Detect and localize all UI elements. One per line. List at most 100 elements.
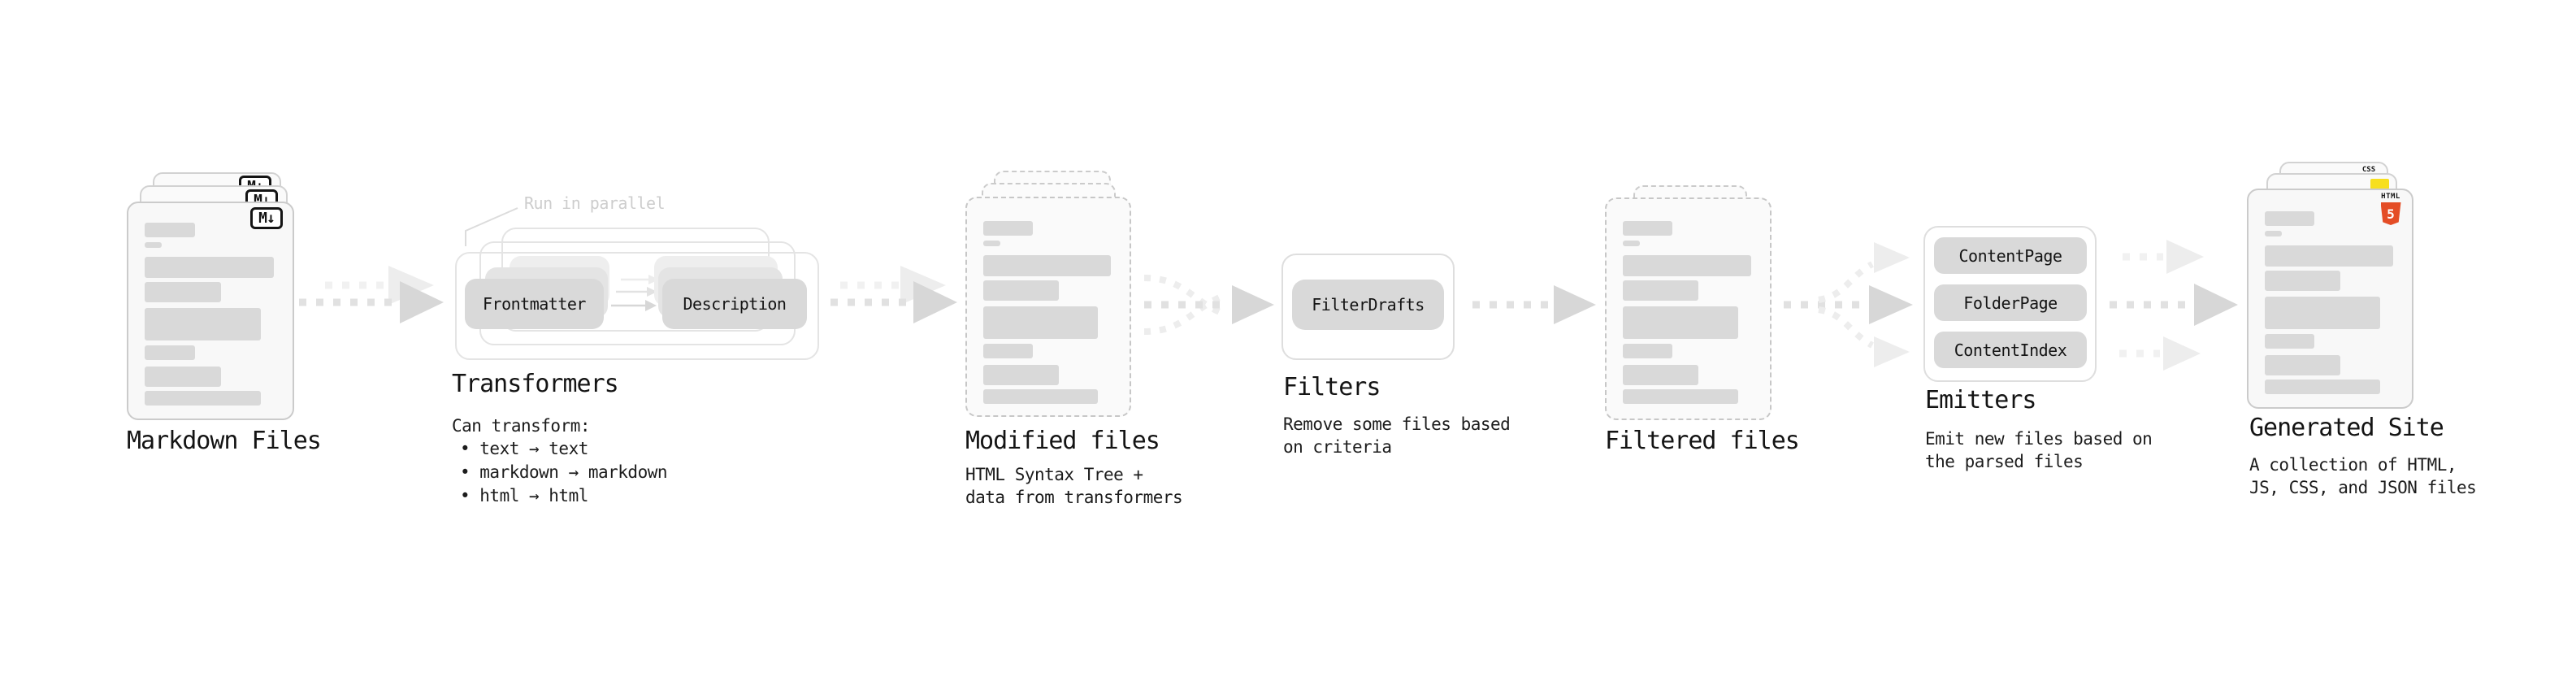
arrowhead	[900, 266, 946, 305]
description-line: JS, CSS, and JSON files	[2249, 478, 2477, 497]
description-line: the parsed files	[1925, 452, 2084, 471]
arrowhead	[913, 281, 957, 323]
skeleton-line	[1623, 221, 1673, 236]
transformer-pill-frontmatter: Frontmatter	[465, 279, 604, 329]
skeleton-line	[1623, 280, 1699, 301]
skeleton-line	[1623, 344, 1673, 358]
skeleton-line	[983, 306, 1098, 339]
transformer-box-front	[455, 252, 819, 360]
skeleton-line	[2265, 211, 2315, 226]
arrow-modified-to-filters-merge	[1143, 275, 1274, 335]
description-line: A collection of HTML,	[2249, 455, 2457, 475]
description-line: Emit new files based on	[1925, 429, 2153, 449]
arrowhead	[400, 281, 444, 323]
skeleton-line	[1623, 389, 1738, 404]
run-in-parallel-annotation: Run in parallel	[524, 193, 666, 213]
modified-files-description: HTML Syntax Tree + data from transformer…	[965, 463, 1183, 509]
arrowhead-top	[2166, 240, 2204, 274]
list-item: • text → text	[460, 439, 588, 458]
arrowhead-top	[1874, 242, 1910, 273]
markdown-files-label: Markdown Files	[127, 427, 322, 455]
arrowhead	[1869, 285, 1913, 324]
list-item: • markdown → markdown	[460, 462, 668, 482]
filtered-files-label: Filtered files	[1605, 427, 1800, 455]
arrow-emitters-to-generated	[2110, 240, 2238, 371]
skeleton-line	[2265, 380, 2380, 394]
skeleton-line	[983, 365, 1059, 385]
filters-box: FilterDrafts	[1281, 254, 1455, 360]
modified-file-card	[965, 197, 1131, 417]
skeleton-line	[983, 221, 1033, 236]
filters-label: Filters	[1283, 373, 1381, 401]
html5-icon-word: HTML	[2381, 193, 2400, 201]
arrowhead-middle	[2194, 284, 2238, 326]
emitters-label: Emitters	[1925, 386, 2036, 414]
skeleton-line	[2265, 334, 2315, 349]
arrowhead-bottom	[2163, 336, 2201, 371]
skeleton-line	[983, 255, 1111, 276]
skeleton-line	[145, 282, 221, 302]
arrow-filters-to-filtered	[1472, 285, 1596, 324]
arrowhead	[1232, 285, 1274, 324]
transformers-label: Transformers	[452, 370, 619, 398]
arrowhead	[1554, 285, 1596, 324]
transformer-pill-description: Description	[662, 279, 807, 329]
merge-curve-top	[1143, 275, 1225, 317]
skeleton-line	[2265, 297, 2380, 329]
skeleton-line	[2265, 245, 2393, 267]
filters-description: Remove some files based on criteria	[1283, 413, 1511, 458]
markdown-file-card: M↓	[127, 202, 294, 420]
skeleton-line	[983, 241, 1000, 246]
emitter-pill-folderpage: FolderPage	[1934, 284, 2087, 321]
emitter-pill-contentindex: ContentIndex	[1934, 332, 2087, 368]
markdown-icon: M↓	[250, 207, 283, 229]
description-line: on criteria	[1283, 437, 1392, 457]
skeleton-line	[2265, 231, 2282, 236]
arrow-markdown-to-transformers	[299, 266, 444, 323]
document-content-skeleton	[2249, 190, 2412, 394]
filtered-file-card	[1605, 197, 1772, 420]
skeleton-line	[1623, 241, 1640, 246]
arrow-transformers-to-modified	[830, 266, 957, 323]
arrowhead-bottom	[1874, 336, 1910, 367]
split-curve-bottom	[1818, 306, 1874, 349]
generated-site-label: Generated Site	[2249, 414, 2444, 442]
html5-icon-shield: 5	[2380, 202, 2401, 225]
skeleton-line	[2265, 355, 2341, 375]
skeleton-line	[2265, 271, 2341, 291]
filter-pill-filterdrafts: FilterDrafts	[1292, 280, 1444, 330]
emitters-box: ContentPage FolderPage ContentIndex	[1923, 226, 2097, 382]
transformers-capability-list: • text → text • markdown → markdown • ht…	[460, 437, 668, 508]
arrowhead	[388, 266, 434, 305]
document-content-skeleton	[128, 203, 293, 406]
skeleton-line	[1623, 306, 1738, 339]
emitters-description: Emit new files based on the parsed files	[1925, 427, 2153, 473]
skeleton-line	[145, 223, 195, 237]
skeleton-line	[983, 389, 1098, 404]
html5-icon: HTML 5	[2379, 193, 2403, 225]
skeleton-line	[1623, 365, 1699, 385]
skeleton-line	[983, 280, 1059, 301]
document-content-skeleton	[1607, 199, 1770, 404]
transformers-description-title: Can transform:	[452, 416, 591, 436]
skeleton-line	[145, 345, 195, 360]
skeleton-line	[1623, 255, 1751, 276]
description-line: Remove some files based	[1283, 414, 1511, 434]
js-icon	[2370, 179, 2389, 189]
skeleton-line	[145, 242, 163, 248]
merge-curve-bottom	[1143, 293, 1225, 335]
emitter-pill-contentpage: ContentPage	[1934, 237, 2087, 274]
document-content-skeleton	[967, 198, 1130, 404]
description-line: HTML Syntax Tree +	[965, 465, 1143, 484]
skeleton-line	[145, 308, 261, 340]
skeleton-line	[145, 367, 221, 387]
split-curve-top	[1818, 261, 1874, 303]
css-icon-label: CSS	[2361, 166, 2376, 174]
skeleton-line	[145, 391, 261, 406]
description-line: data from transformers	[965, 488, 1183, 507]
modified-files-label: Modified files	[965, 427, 1160, 455]
generated-site-description: A collection of HTML, JS, CSS, and JSON …	[2249, 453, 2477, 499]
generated-html-card: HTML 5	[2247, 189, 2413, 409]
list-item: • html → html	[460, 486, 588, 505]
